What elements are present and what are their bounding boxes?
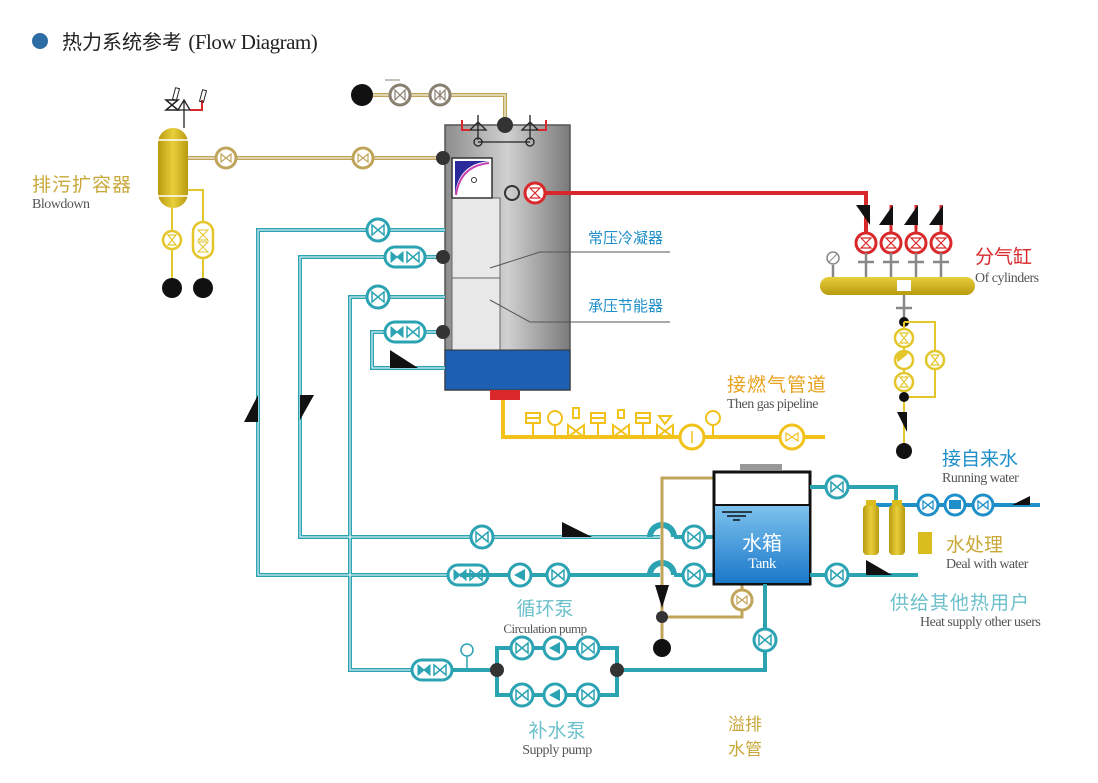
diagram-title: 热力系统参考 (Flow Diagram) [32, 26, 318, 55]
header-valve-icon[interactable] [929, 231, 953, 255]
drain-valve-icon[interactable] [893, 371, 915, 393]
overflow-label-line2: 水管 [728, 740, 762, 760]
supply-pump-label: 补水泵 Supply pump [512, 716, 602, 759]
check-valve-icon [390, 350, 418, 368]
inlet-valve-icon[interactable] [916, 493, 940, 517]
heat-supply-label-en: Heat supply other users [920, 615, 1041, 630]
water-treatment-label-cn: 水处理 [946, 534, 1004, 556]
title-cn: 热力系统参考 [62, 30, 182, 54]
check-valve-icon [300, 395, 314, 420]
gas-label-en: Then gas pipeline [727, 397, 819, 412]
header-valve-icon[interactable] [879, 231, 903, 255]
check-valve-icon [897, 412, 907, 432]
water-valve-icon[interactable] [365, 217, 391, 243]
drain-outlet-icon [162, 278, 182, 298]
main-steam-valve-icon[interactable] [523, 181, 547, 205]
gas-valve-icon[interactable] [778, 423, 806, 451]
title-en: (Flow Diagram) [188, 30, 318, 54]
water-valve-double-icon[interactable] [383, 245, 427, 269]
cylinders-label: 分气缸 Of cylinders [975, 242, 1039, 287]
boiler-body [436, 115, 571, 400]
gas-pipe [501, 400, 825, 451]
supply-pump-label-cn: 补水泵 [528, 720, 586, 742]
water-treatment-label: 水处理 Deal with water [946, 530, 1028, 573]
water-valve-double-icon[interactable] [410, 658, 454, 682]
water-valve-icon[interactable] [545, 562, 571, 588]
condenser-leader-line [489, 251, 670, 269]
title-bullet-icon [32, 32, 48, 49]
bypass-valve-icon[interactable] [924, 349, 946, 371]
tank-label: 水箱 Tank [714, 527, 810, 573]
header-valve-icon[interactable] [854, 231, 878, 255]
blowdown-valve-icon[interactable] [351, 146, 375, 170]
gas-label: 接燃气管道 Then gas pipeline [727, 370, 827, 413]
header-valve-icon[interactable] [904, 231, 928, 255]
drain-outlet-icon [193, 278, 213, 298]
water-treatment-unit [863, 500, 932, 555]
cylinders-label-cn: 分气缸 [975, 246, 1033, 268]
blowdown-label-en: Blowdown [32, 197, 90, 212]
heat-supply-label-cn: 供给其他热用户 [890, 592, 1031, 614]
supply-pump-icon[interactable] [542, 682, 568, 708]
circulation-pump-label: 循环泵 Circulation pump [495, 594, 595, 637]
heat-supply-label: 供给其他热用户 Heat supply other users [890, 588, 1041, 631]
cylinders-label-en: Of cylinders [975, 271, 1039, 286]
supply-pump-label-en: Supply pump [522, 743, 592, 758]
water-valve-icon[interactable] [575, 682, 601, 708]
check-valve-icon [879, 205, 893, 225]
check-valve-icon [856, 205, 870, 225]
blowdown-label: 排污扩容器 Blowdown [32, 170, 132, 213]
blowdown-label-cn: 排污扩容器 [32, 174, 133, 196]
supply-pump-icon[interactable] [542, 635, 568, 661]
overflow-valve-icon[interactable] [730, 588, 754, 612]
check-valve-icon [866, 560, 892, 575]
overflow-label: 溢排 水管 [728, 710, 762, 760]
economizer-label: 承压节能器 [588, 297, 664, 315]
pressure-gauge-icon [460, 643, 474, 657]
water-valve-icon[interactable] [575, 635, 601, 661]
circulation-pump-icon[interactable] [507, 562, 533, 588]
drain-valve-icon[interactable] [161, 229, 183, 251]
water-valve-icon[interactable] [824, 474, 850, 500]
economizer-leader-line [489, 299, 670, 323]
check-valve-icon [904, 205, 918, 225]
check-valve-icon [562, 522, 592, 537]
overflow-label-line1: 溢排 [728, 715, 762, 735]
condenser-label: 常压冷凝器 [588, 229, 664, 247]
steam-header [820, 205, 975, 320]
check-valve-icon [929, 205, 943, 225]
water-valve-double-icon[interactable] [383, 320, 427, 344]
water-valve-icon[interactable] [509, 635, 535, 661]
tank-label-cn: 水箱 [742, 531, 782, 555]
overflow-pipe [653, 476, 754, 657]
running-water-label-cn: 接自来水 [942, 448, 1019, 470]
tank-label-en: Tank [748, 556, 776, 572]
gas-label-cn: 接燃气管道 [727, 374, 828, 396]
blowdown-drain-lines [161, 189, 215, 298]
circulation-pump-label-cn: 循环泵 [516, 598, 574, 620]
water-tank [712, 464, 812, 586]
inlet-valve-icon[interactable] [971, 493, 995, 517]
drain-valve-icon[interactable] [893, 327, 915, 349]
running-water-label: 接自来水 Running water [942, 444, 1019, 487]
water-valve-icon[interactable] [752, 627, 778, 653]
blowdown-valve-icon[interactable] [214, 146, 238, 170]
steam-pipe [504, 181, 868, 235]
running-water-label-en: Running water [942, 471, 1019, 486]
water-valve-icon[interactable] [365, 284, 391, 310]
check-valve-icon [244, 395, 258, 422]
blowdown-pipe [188, 146, 445, 170]
water-valve-icon[interactable] [509, 682, 535, 708]
header-drain-line [893, 317, 946, 459]
water-valve-icon[interactable] [824, 562, 850, 588]
water-valve-icon[interactable] [469, 524, 495, 550]
blowdown-vessel [158, 87, 208, 208]
circulation-pump-label-en: Circulation pump [503, 621, 587, 636]
water-valve-icon[interactable] [681, 562, 707, 588]
water-valve-icon[interactable] [681, 524, 707, 550]
top-inlet-pipe [351, 79, 507, 125]
water-treatment-label-en: Deal with water [946, 557, 1028, 572]
